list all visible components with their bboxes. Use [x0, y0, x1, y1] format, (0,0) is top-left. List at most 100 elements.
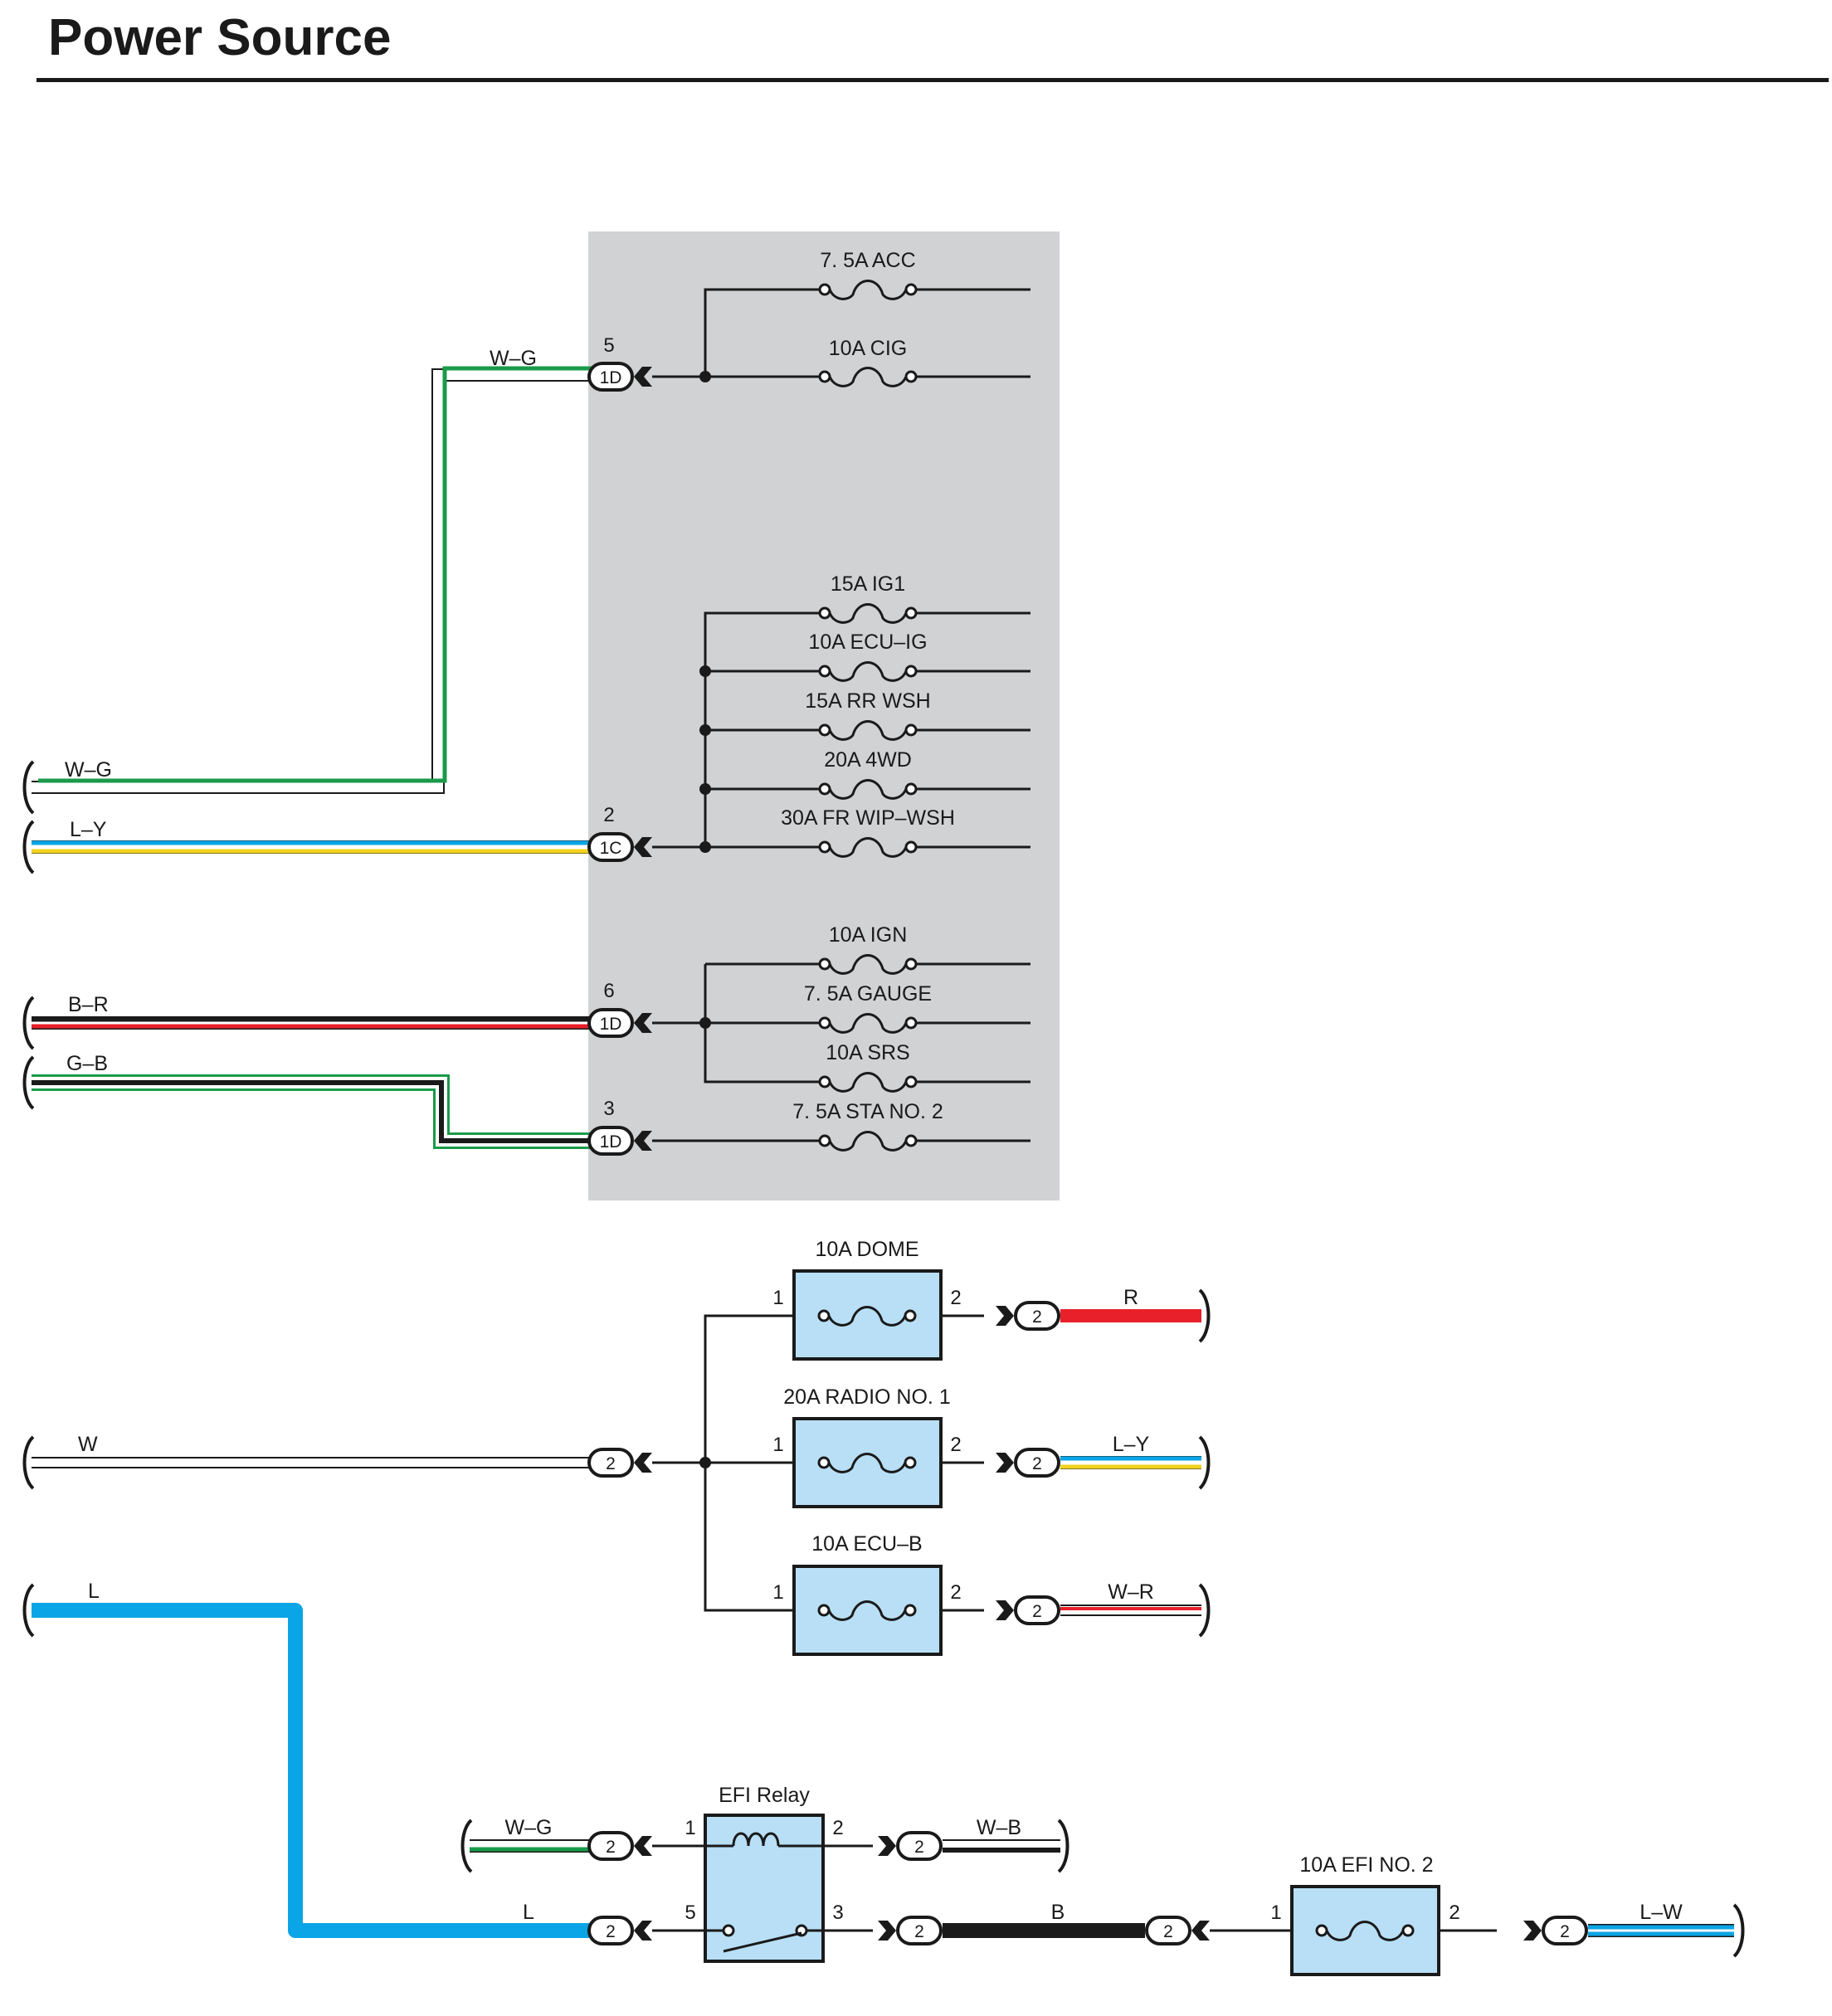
- fuse-ig1: [818, 603, 918, 624]
- wire-label-w-g-top: W–G: [490, 347, 537, 370]
- wire-w-g-upper: [32, 366, 597, 794]
- title-rule: [37, 78, 1829, 82]
- wire-label-l-left: L: [88, 1580, 100, 1603]
- wire-break-mark: [460, 1819, 473, 1873]
- pin-number: 2: [950, 1581, 961, 1604]
- connector-relay-out-3: 2: [878, 1916, 943, 1945]
- page-title: Power Source: [48, 9, 392, 66]
- connector-dome-out: 2: [996, 1301, 1060, 1331]
- wire-label-w-g-left: W–G: [65, 758, 112, 782]
- wire-g-b: [32, 1074, 590, 1149]
- wire-label-l-relay: L: [523, 1901, 534, 1924]
- fuse-ecu-ig: [818, 661, 918, 682]
- connector-id: 1D: [600, 1015, 622, 1034]
- fuse-4wd: [818, 779, 918, 800]
- pin-number: 3: [603, 1098, 614, 1120]
- connector-id: 1D: [600, 368, 622, 387]
- wire-break-mark: [1732, 1903, 1745, 1958]
- wire-label-w-b: W–B: [977, 1816, 1021, 1839]
- connector-efi-out: 2: [1523, 1916, 1588, 1945]
- fuse-label: 10A IGN: [829, 923, 908, 947]
- svg-text:2: 2: [1032, 1602, 1042, 1621]
- svg-text:2: 2: [1032, 1454, 1042, 1473]
- connector-id: 1C: [600, 839, 622, 858]
- svg-text:2: 2: [914, 1922, 924, 1941]
- wire-break-marks-left: [22, 760, 35, 1638]
- connector-relay-in-5: 2: [587, 1916, 652, 1945]
- fuse-efi-no2: 10A EFI NO. 2 1 2: [1270, 1853, 1460, 1976]
- wire-l-w: [1588, 1924, 1734, 1937]
- wire-label-l-y-right: L–Y: [1113, 1433, 1150, 1456]
- wire-label-w-r: W–R: [1108, 1580, 1154, 1604]
- connector-1d-pin6: 1D 6: [587, 980, 652, 1038]
- fuse-label: 20A RADIO NO. 1: [783, 1385, 950, 1409]
- fuse-cig: [818, 367, 918, 387]
- junction-block: [588, 231, 1060, 1200]
- pin-number: 6: [603, 980, 614, 1002]
- wire-w-b: [943, 1839, 1060, 1853]
- pin-number: 2: [832, 1817, 843, 1839]
- pin-number: 1: [772, 1287, 783, 1309]
- wire-break-marks-right: [1198, 1288, 1211, 1638]
- fuse-label: 10A DOME: [815, 1238, 918, 1261]
- junction-dots: [699, 371, 711, 1029]
- connector-w: 2: [587, 1448, 652, 1478]
- fuse-gauge: [818, 1013, 918, 1034]
- fuse-label: 10A SRS: [826, 1041, 909, 1064]
- fuse-rr-wsh: [818, 720, 918, 741]
- connector-1d-pin5: 1D 5: [587, 334, 652, 392]
- pin-number: 1: [772, 1434, 783, 1456]
- relay-leads: [652, 1844, 873, 1932]
- wire-label-g-b: G–B: [66, 1052, 108, 1075]
- fuse-label: 15A IG1: [831, 572, 905, 596]
- wire-b-r: [32, 1016, 590, 1030]
- fuse-label: 7. 5A STA NO. 2: [792, 1100, 943, 1123]
- pin-number: 5: [685, 1902, 695, 1924]
- efi-relay: EFI Relay 1 2 5 3: [685, 1784, 844, 1963]
- wire-l-y-left: [32, 840, 590, 854]
- pin-number: 2: [950, 1434, 961, 1456]
- wire-label-l-y-left: L–Y: [70, 818, 107, 841]
- svg-text:2: 2: [606, 1922, 616, 1941]
- fuse-srs: [818, 1072, 918, 1093]
- fuse-acc: [818, 280, 918, 300]
- pin-number: 2: [603, 804, 614, 826]
- fuse-label: 10A ECU–IG: [808, 631, 927, 654]
- connector-relay-out-2: 2: [878, 1831, 943, 1861]
- pin-number: 5: [603, 334, 614, 357]
- fuse-radio-no1: 20A RADIO NO. 1 1 2: [772, 1385, 962, 1508]
- connector-radio-out: 2: [996, 1448, 1060, 1478]
- wire-w-g-relay: [470, 1839, 590, 1853]
- pin-number: 2: [950, 1287, 961, 1309]
- fuse-sta-no2: [818, 1131, 918, 1152]
- relay-coil-icon: [732, 1832, 780, 1847]
- connector-id: 1D: [600, 1132, 622, 1152]
- pin-number: 1: [1270, 1902, 1281, 1924]
- fuse-ign: [818, 954, 918, 975]
- pin-number: 3: [832, 1902, 843, 1924]
- pin-number: 1: [685, 1817, 695, 1839]
- connector-ecu-b-out: 2: [996, 1595, 1060, 1625]
- pin-number: 2: [1449, 1902, 1459, 1924]
- wire-label-b-r: B–R: [68, 993, 109, 1016]
- svg-text:2: 2: [1560, 1922, 1570, 1941]
- fuse-label: 10A CIG: [829, 337, 908, 360]
- wire-l: [32, 1603, 590, 1938]
- fuse-label: 7. 5A ACC: [820, 249, 915, 272]
- wire-break-mark: [1057, 1819, 1069, 1873]
- bus-dot: [699, 1457, 711, 1468]
- svg-text:2: 2: [606, 1838, 616, 1857]
- wire-label-b: B: [1051, 1901, 1065, 1924]
- pin-number: 1: [772, 1581, 783, 1604]
- connector-1c-pin2: 1C 2: [587, 804, 652, 862]
- wire-w-r: [1060, 1605, 1201, 1616]
- svg-text:2: 2: [914, 1838, 924, 1857]
- connector-1d-pin3: 1D 3: [587, 1098, 652, 1156]
- connector-efi-in: 2: [1145, 1916, 1210, 1945]
- wire-label-r: R: [1123, 1286, 1138, 1309]
- relay-label: EFI Relay: [719, 1784, 810, 1807]
- wire-l-y-right: [1060, 1456, 1201, 1469]
- svg-text:2: 2: [1163, 1922, 1173, 1941]
- fuse-ecu-b: 10A ECU–B 1 2: [772, 1532, 962, 1656]
